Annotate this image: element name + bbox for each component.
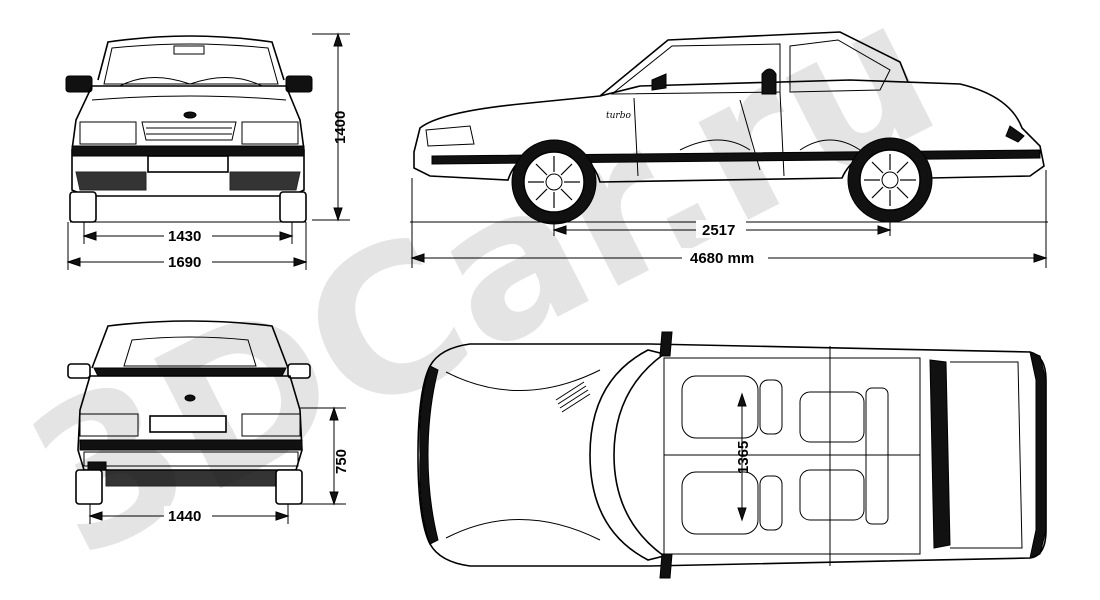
rear-left-wheel	[75, 469, 103, 505]
rear-left-taillight	[79, 413, 139, 437]
rear-roof	[91, 320, 289, 369]
rear-spoiler	[93, 367, 287, 377]
rear-dimensions: 750 1440	[88, 406, 350, 525]
top-windshield	[589, 349, 666, 561]
top-left-mirror	[659, 331, 673, 357]
rear-right-mirror	[287, 363, 311, 379]
rear-left-mirror	[67, 363, 91, 379]
side-window	[610, 43, 781, 95]
left-mirror	[65, 75, 93, 93]
turbo-badge: turbo	[606, 111, 631, 121]
tail-light	[1005, 125, 1025, 143]
watermark: 3DCar.ru	[0, 0, 970, 600]
rear-window-glass	[123, 336, 257, 367]
front-right-wheel	[279, 191, 307, 223]
dim-rear-height: 750	[333, 449, 350, 474]
front-plate	[147, 155, 229, 173]
rear-right-taillight	[241, 413, 301, 437]
front-left-wheel	[69, 191, 97, 223]
dim-wheelbase: 2517	[702, 222, 735, 239]
rear-bumper	[79, 439, 303, 451]
top-right-mirror	[659, 553, 673, 579]
left-headlight	[79, 121, 137, 145]
rear-right-wheel	[275, 469, 303, 505]
rear-view-mirror	[173, 45, 205, 55]
trunk	[950, 361, 1023, 549]
exhaust	[87, 461, 107, 471]
side-headlight	[425, 125, 475, 147]
rear-seats	[799, 387, 889, 525]
top-body	[417, 343, 1047, 567]
front-left-seat	[681, 375, 783, 439]
cabin	[663, 357, 921, 555]
hood-vent	[555, 381, 591, 413]
rear-view	[67, 320, 311, 505]
right-headlight	[241, 121, 299, 145]
seat-headrest	[761, 68, 777, 95]
dim-overall-length: 4680 mm	[690, 250, 754, 267]
dim-front-height: 1400	[332, 111, 349, 144]
side-front-wheel	[511, 139, 597, 225]
front-bumper	[71, 145, 305, 157]
front-dimensions: 1400 1430 1690	[66, 32, 350, 271]
front-view	[65, 35, 313, 223]
dim-front-width: 1690	[168, 254, 201, 271]
rear-plate	[149, 415, 227, 433]
dim-cabin-width: 1365	[735, 441, 752, 474]
front-windshield	[103, 43, 279, 85]
trunk-lid-edge	[929, 359, 951, 549]
wiper-line	[119, 76, 263, 87]
rear-window	[789, 39, 891, 93]
side-dimensions: 2517 4680 mm	[410, 170, 1048, 268]
hood-line	[91, 95, 287, 101]
rear-logo	[184, 394, 196, 402]
soft-top	[599, 31, 909, 97]
side-rear-wheel	[847, 137, 933, 223]
side-mirror	[651, 73, 667, 91]
watermark-text: 3DCar.ru	[0, 0, 970, 600]
right-mirror	[285, 75, 313, 93]
dim-front-track: 1430	[168, 228, 201, 245]
front-logo	[183, 111, 197, 119]
front-roof	[97, 35, 285, 81]
front-grille	[141, 121, 237, 141]
dim-rear-track: 1440	[168, 508, 201, 525]
front-right-seat	[681, 471, 783, 535]
top-view: 1365	[417, 331, 1047, 579]
